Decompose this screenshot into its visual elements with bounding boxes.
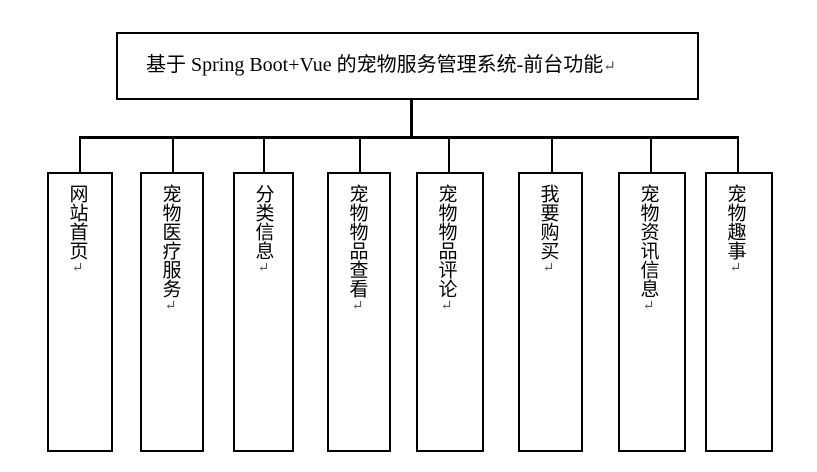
branch-connector (737, 138, 739, 172)
child-node-category-info: 分类信息↵ (233, 172, 294, 452)
branch-connector (359, 138, 361, 172)
root-title-text: 基于 Spring Boot+Vue 的宠物服务管理系统-前台功能 (146, 54, 604, 76)
child-node-purchase: 我要购买↵ (518, 172, 583, 452)
horizontal-bus-connector (79, 136, 739, 139)
paragraph-mark-icon: ↵ (603, 59, 616, 75)
child-node-pet-medical: 宠物医疗服务↵ (140, 172, 204, 452)
branch-connector (172, 138, 174, 172)
child-label: 分类信息 (252, 184, 275, 260)
paragraph-mark-icon: ↵ (69, 260, 86, 276)
trunk-connector (410, 100, 413, 138)
child-node-pet-goods-view: 宠物物品查看↵ (327, 172, 391, 452)
branch-connector (448, 138, 450, 172)
branch-connector (650, 138, 652, 172)
paragraph-mark-icon: ↵ (255, 260, 272, 276)
child-node-home: 网站首页↵ (47, 172, 113, 452)
child-label: 宠物资讯信息 (637, 184, 660, 298)
root-node: 基于 Spring Boot+Vue 的宠物服务管理系统-前台功能↵ (116, 32, 699, 100)
root-title: 基于 Spring Boot+Vue 的宠物服务管理系统-前台功能↵ (146, 48, 616, 77)
child-label: 我要购买 (537, 184, 560, 260)
child-label: 网站首页 (66, 184, 89, 260)
branch-connector (551, 138, 553, 172)
child-node-pet-news: 宠物资讯信息↵ (618, 172, 686, 452)
paragraph-mark-icon: ↵ (540, 260, 557, 276)
child-node-pet-goods-review: 宠物物品评论↵ (416, 172, 484, 452)
paragraph-mark-icon: ↵ (727, 260, 744, 276)
branch-connector (263, 138, 265, 172)
child-label: 宠物趣事 (724, 184, 747, 260)
child-node-pet-fun: 宠物趣事↵ (705, 172, 773, 452)
paragraph-mark-icon: ↵ (349, 298, 366, 314)
paragraph-mark-icon: ↵ (438, 298, 455, 314)
child-label: 宠物物品评论 (435, 184, 458, 298)
paragraph-mark-icon: ↵ (162, 298, 179, 314)
child-label: 宠物物品查看 (346, 184, 369, 298)
child-label: 宠物医疗服务 (159, 184, 182, 298)
paragraph-mark-icon: ↵ (640, 298, 657, 314)
branch-connector (79, 138, 81, 172)
